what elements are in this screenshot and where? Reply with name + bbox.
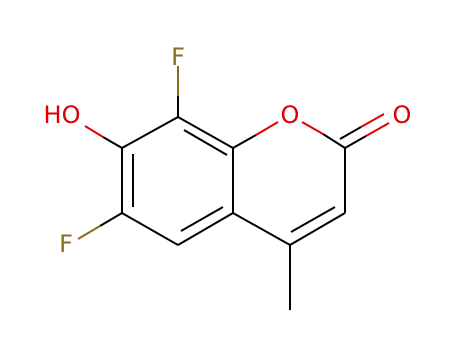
bond-c7-c8 [121,116,179,149]
bond-c4a-c5-inner [180,206,224,232]
bond-c2-o-carbonyl-red-2 [360,113,385,128]
atom-o-carbonyl: O [393,101,412,129]
bond-c2-o-carbonyl-black-1 [344,135,367,149]
bond-c6-f-gold [77,225,101,240]
bond-c8a-o1-black [232,134,257,149]
bond-c6-f-black [99,212,123,227]
bond-c8-c8a [177,116,234,149]
bond-c5-c6 [121,212,179,246]
bond-c7-o-red [84,125,104,138]
bond-c3-c4 [289,212,346,246]
atom-o-ring: O [281,101,300,129]
bond-c2-o-carbonyl-red-1 [365,122,390,137]
bond-c8a-o1-red [255,121,279,136]
bond-c3-c4-inner [290,206,336,233]
atom-f-left: F [59,230,73,258]
bond-c4a-c5 [177,212,234,246]
atom-ho: HO [44,101,81,129]
bond-c4-c4a [232,212,291,246]
bond-c7-o-black [102,136,123,149]
atom-f-top: F [171,43,185,71]
bond-o1-c2-red [301,121,324,135]
bond-c2-o-carbonyl-black-2 [339,126,362,140]
bond-c8-c8a-inner [183,129,228,156]
bond-o1-c2-black [322,133,346,149]
